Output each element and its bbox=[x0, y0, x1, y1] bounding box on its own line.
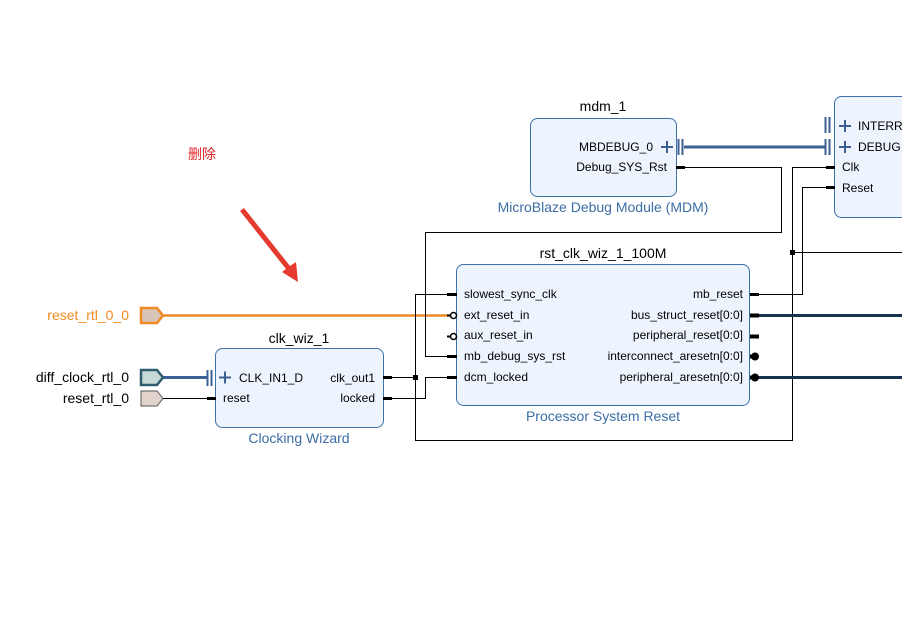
inverted-pin-bubble bbox=[449, 311, 458, 320]
block-type-label: MicroBlaze Debug Module (MDM) bbox=[498, 199, 709, 215]
pin-mb-debug-sys-rst: mb_debug_sys_rst bbox=[464, 349, 566, 363]
instance-name: mdm_1 bbox=[580, 98, 627, 114]
pin-slowest-sync-clk: slowest_sync_clk bbox=[464, 287, 558, 301]
pin-clk-in1-d: CLK_IN1_D bbox=[239, 371, 303, 385]
block-body[interactable] bbox=[834, 96, 902, 218]
port-shape bbox=[139, 368, 165, 387]
pin-locked: locked bbox=[340, 391, 375, 405]
pin-mb-reset: mb_reset bbox=[693, 287, 744, 301]
port-label: reset_rtl_0 bbox=[63, 390, 129, 406]
inverted-pin-bubble bbox=[751, 352, 759, 361]
annotation-text: 删除 bbox=[188, 146, 216, 162]
external-port-reset-rtl-0-0[interactable]: reset_rtl_0_0 bbox=[47, 306, 165, 325]
annotation-arrow bbox=[240, 208, 298, 282]
block-type-label: Processor System Reset bbox=[526, 408, 680, 424]
instance-name: clk_wiz_1 bbox=[269, 330, 330, 346]
port-shape bbox=[139, 306, 165, 325]
plus-icon[interactable] bbox=[219, 371, 231, 384]
pin-reset: reset bbox=[223, 391, 250, 405]
inverted-pin-bubble bbox=[751, 373, 759, 382]
external-port-diff-clock-rtl-0[interactable]: diff_clock_rtl_0 bbox=[36, 368, 165, 387]
block-rst-clk-wiz-1-100m[interactable]: rst_clk_wiz_1_100M slowest_sync_clk ext_… bbox=[447, 245, 759, 424]
wire-clk-out1[interactable] bbox=[384, 294, 456, 378]
bus-interface-icon bbox=[824, 117, 831, 155]
pin-peripheral-aresetn: peripheral_aresetn[0:0] bbox=[620, 370, 743, 384]
pin-dcm-locked: dcm_locked bbox=[464, 370, 528, 384]
pin-interconnect-aresetn: interconnect_aresetn[0:0] bbox=[608, 349, 743, 363]
pin-ext-reset-in: ext_reset_in bbox=[464, 308, 529, 322]
pin-interrupt: INTERR bbox=[858, 119, 902, 133]
wire-clk-loop[interactable] bbox=[415, 167, 835, 441]
pin-mbdebug-0: MBDEBUG_0 bbox=[579, 140, 653, 154]
pin-clk-out1: clk_out1 bbox=[330, 371, 375, 385]
port-shape bbox=[140, 390, 164, 407]
port-label: diff_clock_rtl_0 bbox=[36, 369, 129, 385]
wire-locked[interactable] bbox=[384, 377, 456, 399]
pin-aux-reset-in: aux_reset_in bbox=[464, 328, 533, 342]
plus-icon[interactable] bbox=[839, 141, 851, 153]
bus-interface-icon bbox=[206, 370, 213, 386]
wire-mb-reset[interactable] bbox=[750, 187, 834, 295]
inverted-pin-bubble bbox=[449, 332, 458, 341]
plus-icon[interactable] bbox=[661, 141, 673, 153]
block-clk-wiz-1[interactable]: clk_wiz_1 CLK_IN1_D reset clk_out1 locke… bbox=[206, 330, 392, 446]
junction-dot bbox=[413, 375, 418, 380]
pin-debug: DEBUG bbox=[858, 140, 901, 154]
block-type-label: Clocking Wizard bbox=[248, 430, 349, 446]
block-mdm-1[interactable]: mdm_1 MBDEBUG_0 Debug_SYS_Rst MicroBlaze… bbox=[498, 98, 709, 215]
block-body[interactable] bbox=[215, 348, 384, 428]
wire-debug-sys-rst[interactable] bbox=[425, 167, 782, 357]
pin-reset: Reset bbox=[842, 181, 874, 195]
wires bbox=[163, 145, 902, 441]
block-body[interactable] bbox=[530, 118, 677, 197]
port-label: reset_rtl_0_0 bbox=[47, 307, 129, 323]
instance-name: rst_clk_wiz_1_100M bbox=[540, 245, 667, 261]
junction-dot bbox=[790, 250, 795, 255]
external-port-reset-rtl-0[interactable]: reset_rtl_0 bbox=[63, 390, 164, 407]
pin-bus-struct-reset: bus_struct_reset[0:0] bbox=[631, 308, 743, 322]
pin-peripheral-reset: peripheral_reset[0:0] bbox=[633, 328, 743, 342]
pin-debug-sys-rst: Debug_SYS_Rst bbox=[576, 160, 667, 174]
pin-clk: Clk bbox=[842, 160, 860, 174]
plus-icon[interactable] bbox=[839, 120, 851, 132]
bus-interface-icon bbox=[677, 139, 684, 155]
block-microblaze[interactable]: INTERR DEBUG Clk Reset bbox=[824, 96, 902, 218]
